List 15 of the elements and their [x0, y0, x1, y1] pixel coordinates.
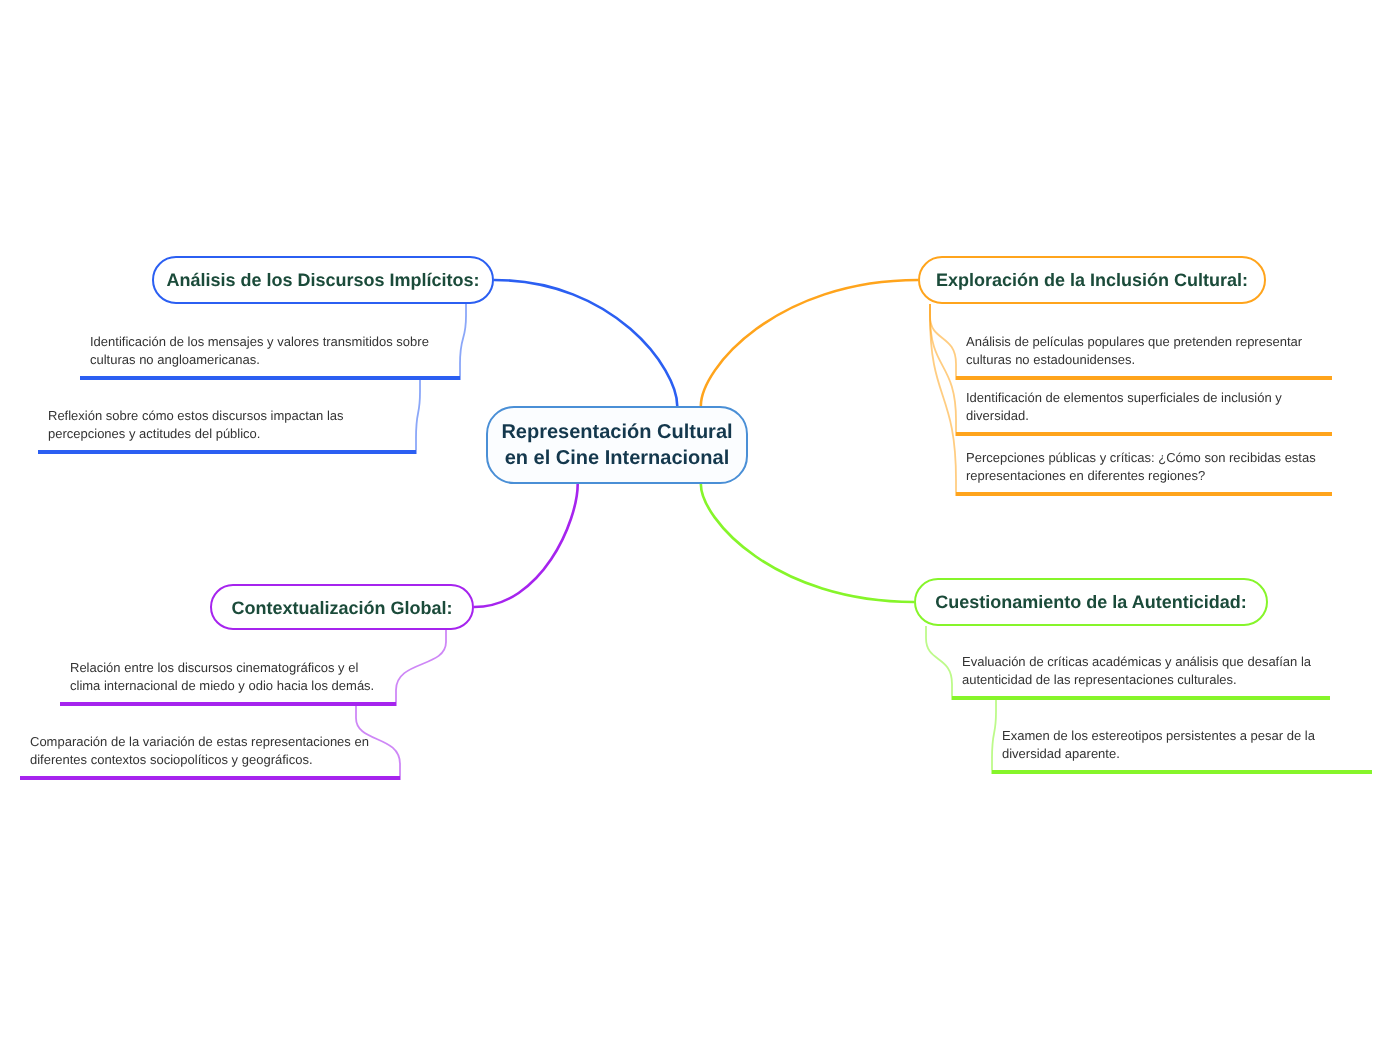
connector-line	[355, 705, 401, 781]
topic-box: Cuestionamiento de la Autenticidad:	[914, 578, 1268, 626]
connector-line	[925, 625, 953, 701]
connector-line	[473, 483, 579, 609]
connector-line	[395, 629, 447, 707]
connector-line	[991, 699, 997, 775]
connector-line	[699, 278, 919, 407]
connector-line	[493, 278, 679, 407]
central-topic: Representación Cultural en el Cine Internacional	[486, 406, 748, 484]
connector-line	[415, 379, 421, 455]
topic-box: Exploración de la Inclusión Cultural:	[918, 256, 1266, 304]
topic-box: Contextualización Global:	[210, 584, 474, 630]
topic-box: Análisis de los Discursos Implícitos:	[152, 256, 494, 304]
connector-line	[699, 483, 915, 604]
connector-line	[929, 303, 957, 497]
